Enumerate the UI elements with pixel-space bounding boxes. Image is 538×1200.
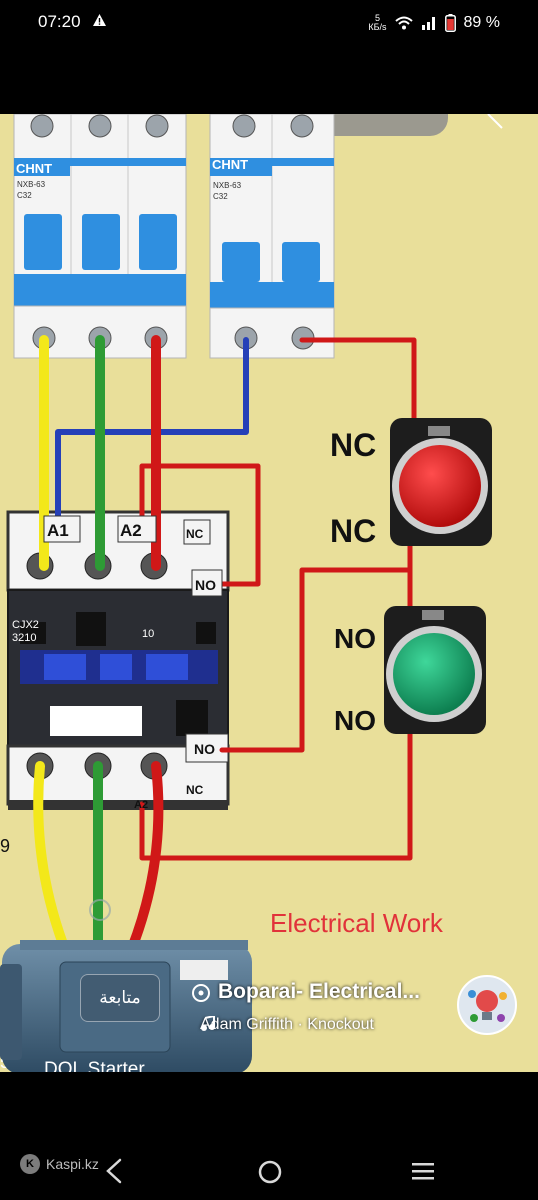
watermark: K Kaspi.kz xyxy=(20,1154,99,1174)
start-button xyxy=(384,606,486,734)
battery-icon xyxy=(444,14,456,32)
breaker-left-model: NXB-63 xyxy=(17,180,46,189)
home-icon[interactable] xyxy=(258,1160,282,1184)
channel-name[interactable]: Boparai- Electrical... xyxy=(218,980,420,1003)
breaker-right-brand: CHNT xyxy=(212,157,248,172)
channel-info[interactable]: Boparai- Electrical... Adam Griffith · K… xyxy=(192,980,454,1040)
status-time: 07:20 xyxy=(38,12,81,31)
battery-percent: 89 % xyxy=(463,14,500,31)
breaker-right xyxy=(209,114,335,359)
status-right: 5 КБ/s 89 % xyxy=(368,10,500,36)
contactor-no-top-tag xyxy=(191,569,223,597)
stop-button-label-bottom: NC xyxy=(330,513,376,549)
follow-button-label: متابعة xyxy=(99,988,141,1008)
signal-icon xyxy=(421,17,435,30)
video-player[interactable]: CHNT NXB-63 C32 CHNT NXB-63 C32 xyxy=(0,114,538,1072)
terminal-a2-bottom: A2 xyxy=(134,799,148,811)
breaker-left-brand: CHNT xyxy=(16,161,52,176)
dol-starter-caption: DOL Starter xyxy=(44,1059,145,1072)
network-speed: 5 КБ/s xyxy=(368,14,386,32)
stop-button xyxy=(390,418,492,546)
avatar[interactable] xyxy=(456,974,518,1036)
left-edge-fragment-1: 9 xyxy=(0,836,10,856)
overlay-close-fragment xyxy=(487,114,503,129)
network-speed-value: 5 xyxy=(374,13,380,23)
terminal-a2-tag xyxy=(117,515,157,543)
contactor-model-line2: 3210 xyxy=(12,632,36,644)
breaker-right-model: NXB-63 xyxy=(213,181,242,190)
contactor-nc-bottom: NC xyxy=(186,783,204,797)
start-button-label-top: NO xyxy=(334,623,376,654)
music-row[interactable]: Adam Griffith · Knockout xyxy=(200,1016,374,1034)
watermark-text: Kaspi.kz xyxy=(46,1156,99,1172)
contactor-no-bottom: NO xyxy=(194,741,215,757)
breaker-left-rating: C32 xyxy=(17,191,32,200)
terminal-a1: A1 xyxy=(47,521,69,540)
network-speed-unit: КБ/s xyxy=(368,22,387,32)
wire-red-aux-top xyxy=(139,463,261,587)
status-bar: 07:20 5 КБ/s 89 % xyxy=(0,0,538,46)
contactor-rating: 10 xyxy=(142,628,154,640)
breaker-right-rating: C32 xyxy=(213,192,228,201)
contactor xyxy=(6,510,230,810)
wiring-diagram: CHNT NXB-63 C32 CHNT NXB-63 C32 xyxy=(0,114,538,1072)
wifi-icon xyxy=(394,16,413,30)
stop-button-label-top: NC xyxy=(330,427,376,463)
start-button-label-bottom: NO xyxy=(334,705,376,736)
music-track: Adam Griffith · Knockout xyxy=(200,1016,374,1033)
contactor-no-top: NO xyxy=(195,577,216,593)
wire-red-to-stop xyxy=(299,337,417,429)
follow-button[interactable]: متابعة xyxy=(80,974,160,1022)
terminal-a2-top: A2 xyxy=(120,521,142,540)
music-note-icon xyxy=(201,1016,215,1031)
breaker-left xyxy=(13,114,187,359)
wire-red-return xyxy=(139,729,413,861)
kaspi-logo: K xyxy=(20,1154,40,1174)
electrical-work-label: Electrical Work xyxy=(270,908,444,938)
contactor-nc-top: NC xyxy=(186,527,204,541)
back-icon[interactable] xyxy=(100,1156,126,1186)
recents-icon[interactable] xyxy=(410,1160,436,1182)
contactor-model-line1: CJX2 xyxy=(12,619,39,631)
alert-icon xyxy=(93,14,106,26)
disc-icon xyxy=(192,984,210,1002)
terminal-a1-tag xyxy=(43,515,81,543)
contactor-nc-top-tag xyxy=(183,519,211,545)
